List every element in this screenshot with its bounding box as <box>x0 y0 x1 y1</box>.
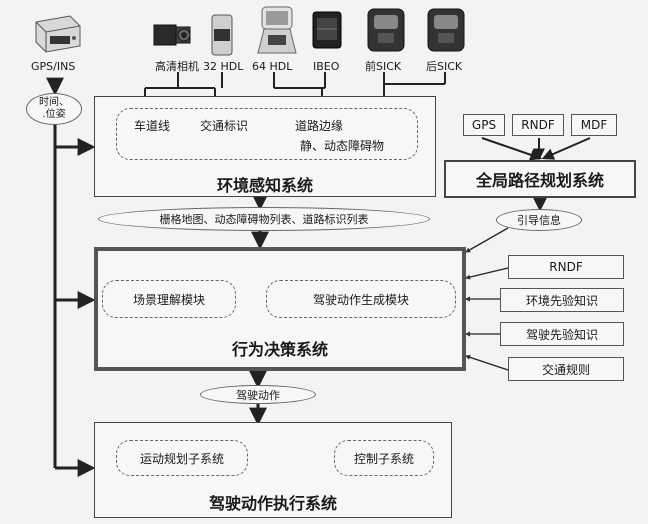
knowledge-input-traffic-rules: 交通规则 <box>508 357 624 381</box>
knowledge-input-env-prior: 环境先验知识 <box>500 288 624 312</box>
perception-item-traffic-sign: 交通标识 <box>200 119 249 133</box>
sensor-label-front-sick: 前SICK <box>365 60 402 73</box>
motion-planning-subsystem: 运动规划子系统 <box>116 440 248 476</box>
driving-action-generation-module: 驾驶动作生成模块 <box>266 280 456 318</box>
perception-item-lane: 车道线 <box>134 119 171 133</box>
global-input-mdf: MDF <box>571 114 617 136</box>
perception-system-box <box>94 96 436 197</box>
motion-planning-label: 运动规划子系统 <box>139 451 224 466</box>
sensor-label-ibeo: IBEO <box>313 60 340 73</box>
perception-item-obstacles: 静、动态障碍物 <box>300 139 385 153</box>
hd-camera-icon <box>153 24 191 46</box>
sensor-label-hd-camera: 高清相机 <box>155 60 199 73</box>
perception-output-pill: 栅格地图、动态障碍物列表、道路标识列表 <box>98 207 430 231</box>
time-pose-pill: 时间、 .位姿 <box>26 93 82 125</box>
control-subsystem-label: 控制子系统 <box>353 451 414 466</box>
execution-system-box <box>94 422 452 518</box>
execution-system-title: 驾驶动作执行系统 <box>208 494 337 513</box>
guidance-info-pill: 引导信息 <box>496 209 582 231</box>
sensor-label-32hdl: 32 HDL <box>203 60 244 73</box>
gps-ins-device-icon <box>35 15 81 53</box>
sensor-label-64hdl: 64 HDL <box>252 60 293 73</box>
lidar-64hdl-icon <box>257 6 297 54</box>
knowledge-input-rndf: RNDF <box>508 255 624 279</box>
sensor-label-rear-sick: 后SICK <box>426 60 463 73</box>
driving-action-generation-label: 驾驶动作生成模块 <box>312 292 409 307</box>
perception-item-road-edge: 道路边缘 <box>295 119 344 133</box>
control-subsystem: 控制子系统 <box>334 440 434 476</box>
driving-action-pill: 驾驶动作 <box>200 385 316 404</box>
global-planning-box: 全局路径规划系统 <box>444 160 636 198</box>
global-input-gps: GPS <box>463 114 505 136</box>
perception-system-title: 环境感知系统 <box>216 176 313 195</box>
behavior-system-box <box>94 247 466 371</box>
lidar-32hdl-icon <box>211 14 233 56</box>
rear-sick-lidar-icon <box>427 8 465 52</box>
sensor-label-gps-ins: GPS/INS <box>31 60 76 73</box>
behavior-system-title: 行为决策系统 <box>231 340 328 359</box>
ibeo-lidar-icon <box>312 11 342 49</box>
scene-understanding-label: 场景理解模块 <box>132 292 205 307</box>
scene-understanding-module: 场景理解模块 <box>102 280 236 318</box>
perception-items-group <box>116 108 418 160</box>
global-planning-title: 全局路径规划系统 <box>475 171 604 190</box>
knowledge-input-driving-prior: 驾驶先验知识 <box>500 322 624 346</box>
global-input-rndf: RNDF <box>512 114 564 136</box>
front-sick-lidar-icon <box>367 8 405 52</box>
